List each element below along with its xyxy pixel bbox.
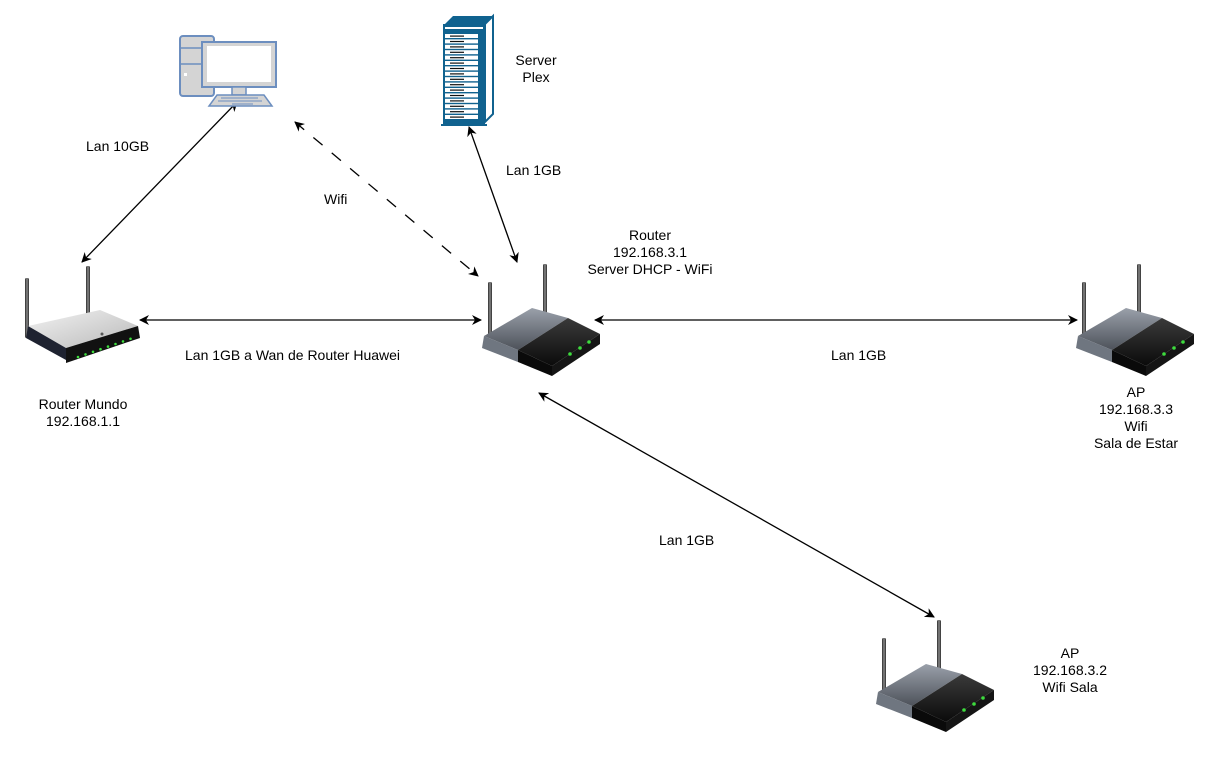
drive-bay-handle [450, 67, 464, 70]
router-main-icon[interactable] [482, 264, 600, 376]
label-line: Wifi [1124, 418, 1148, 434]
drive-bay-handle [450, 35, 464, 37]
desktop-computer-icon[interactable] [179, 35, 277, 107]
edge-pc-router-main-wifi[interactable] [294, 121, 479, 277]
server-tower-icon[interactable] [441, 13, 494, 126]
label-line: 192.168.3.3 [1099, 401, 1173, 417]
ap-sala-estar-label: AP 192.168.3.3 Wifi Sala de Estar [1076, 384, 1196, 452]
label-line: Sala de Estar [1093, 435, 1179, 451]
led-indicator [106, 345, 110, 348]
label-line: AP [1060, 645, 1080, 661]
drive-bay-handle [450, 62, 464, 64]
label-line: Plex [522, 69, 550, 85]
edge-label-ap-sala-estar-lan-1gb: Lan 1GB [831, 347, 887, 363]
drive-bay-handle [450, 116, 464, 118]
drive-bay-handle [450, 78, 464, 80]
edge-server-router-main[interactable] [467, 126, 519, 263]
router-main-label: Router 192.168.3.1 Server DHCP - WiFi [580, 227, 720, 278]
edge-label-wifi: Wifi [324, 191, 348, 207]
edge-label-wan-huawei: Lan 1GB a Wan de Router Huawei [185, 347, 401, 363]
edge-label-lan-10gb: Lan 10GB [86, 138, 150, 154]
drive-bay-handle [450, 40, 464, 43]
led-indicator [114, 342, 117, 346]
edge-router-main-ap-sala[interactable] [538, 392, 935, 618]
led-indicator [76, 355, 80, 359]
drive-bay-handle [450, 94, 464, 97]
edge-label-ap-sala-lan-1gb: Lan 1GB [659, 532, 715, 548]
drive-bay-handle [450, 89, 464, 91]
ap-sala-label: AP 192.168.3.2 Wifi Sala [1020, 645, 1120, 696]
label-line: AP [1126, 384, 1146, 400]
label-line: 192.168.3.1 [613, 244, 687, 260]
label-line: Server DHCP - WiFi [587, 261, 713, 277]
edge-pc-router-mundo[interactable] [81, 101, 238, 263]
edge-label-server-lan-1gb: Lan 1GB [506, 162, 562, 178]
ap-sala-icon[interactable] [876, 620, 994, 732]
label-line: Router Mundo [38, 396, 128, 412]
label-line: Wifi Sala [1042, 679, 1098, 695]
edges-layer [81, 101, 1078, 618]
drive-bay-handle [450, 57, 464, 59]
label-line: Server [515, 52, 557, 68]
drive-bay-handle [450, 84, 464, 86]
drive-bay-handle [450, 111, 464, 113]
router-led-indicators [76, 337, 132, 359]
label-line: 192.168.3.2 [1033, 662, 1107, 678]
led-indicator [129, 337, 132, 341]
router-mundo-label: Router Mundo 192.168.1.1 [18, 396, 148, 430]
server-drive-bays [445, 34, 478, 119]
drive-bay-handle [450, 51, 464, 53]
label-line: 192.168.1.1 [46, 413, 120, 429]
led-indicator [84, 353, 87, 356]
led-indicator [121, 340, 125, 343]
drive-bay-handle [450, 46, 464, 48]
router-mundo-icon[interactable] [25, 266, 140, 363]
drive-bay-handle [450, 100, 464, 102]
drive-bay-handle [450, 73, 464, 75]
ap-sala-estar-icon[interactable] [1076, 264, 1194, 376]
led-indicator [91, 350, 95, 354]
drive-bay-handle [450, 105, 464, 107]
server-plex-label: Server Plex [506, 52, 566, 86]
led-indicator [99, 347, 102, 351]
label-line: Router [628, 227, 672, 243]
